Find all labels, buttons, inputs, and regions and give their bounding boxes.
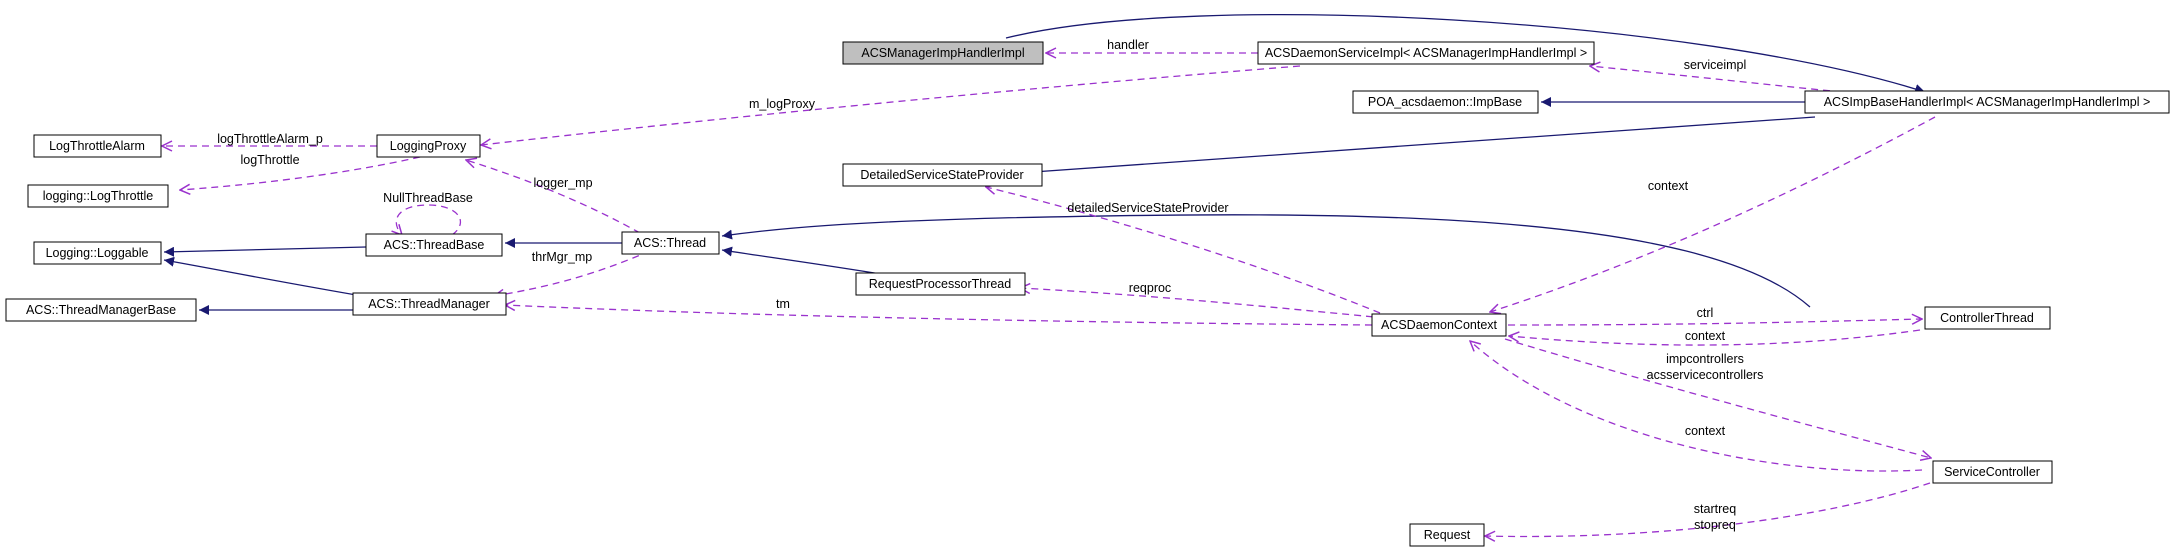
label-reqproc: reqproc: [1129, 281, 1171, 295]
edge-detailed-service-state-provider: [986, 187, 1381, 314]
edge-null-thread-base: [396, 204, 462, 235]
node-acs-thread-manager-base[interactable]: ACS::ThreadManagerBase: [5, 298, 197, 322]
node-acs-daemon-context[interactable]: ACSDaemonContext: [1371, 313, 1507, 337]
node-label: ACSManagerImpHandlerImpl: [861, 46, 1024, 60]
node-acs-thread-manager[interactable]: ACS::ThreadManager: [352, 292, 507, 316]
node-label: ACS::ThreadBase: [384, 238, 485, 252]
node-logging-proxy[interactable]: LoggingProxy: [376, 134, 481, 158]
label-impcontrollers: impcontrollers: [1666, 352, 1744, 366]
edge-service-controllers: [1504, 338, 1931, 458]
node-label: logging::LogThrottle: [43, 189, 154, 203]
edge-log-throttle: [180, 156, 421, 190]
label-acsservicecontrollers: acsservicecontrollers: [1647, 368, 1764, 382]
edge-context-upper: [1490, 116, 1936, 312]
node-poa-acsdaemon-imp-base[interactable]: POA_acsdaemon::ImpBase: [1352, 90, 1539, 114]
label-log-throttle-alarm-p: logThrottleAlarm_p: [217, 132, 323, 146]
edge-start-stop-req: [1485, 482, 1931, 537]
label-null-thread-base: NullThreadBase: [383, 191, 473, 205]
node-label: LoggingProxy: [390, 139, 467, 153]
label-tm: tm: [776, 297, 790, 311]
edge-m-log-proxy: [481, 65, 1301, 145]
edge-thr-mgr-mp: [494, 250, 651, 296]
edge-context-service: [1470, 341, 1923, 472]
node-logging-log-throttle[interactable]: logging::LogThrottle: [27, 184, 169, 208]
node-detailed-service-state-provider[interactable]: DetailedServiceStateProvider: [842, 163, 1043, 187]
edge-labels: handler serviceimpl m_logProxy logThrott…: [217, 38, 1763, 532]
node-label: POA_acsdaemon::ImpBase: [1368, 95, 1522, 109]
label-context-service: context: [1685, 424, 1726, 438]
node-acs-daemon-service-impl[interactable]: ACSDaemonServiceImpl< ACSManagerImpHandl…: [1257, 41, 1595, 65]
label-m-log-proxy: m_logProxy: [749, 97, 816, 111]
inheritance-edges: [163, 14, 1926, 315]
node-service-controller[interactable]: ServiceController: [1932, 460, 2053, 484]
label-stopreq: stopreq: [1694, 518, 1736, 532]
node-request-processor-thread[interactable]: RequestProcessorThread: [855, 272, 1026, 296]
edge-requestprocessor-to-thread: [721, 246, 894, 277]
node-label: ACS::Thread: [634, 236, 706, 250]
label-ctrl: ctrl: [1697, 306, 1714, 320]
edge-impbasehandler-to-detailed: [1018, 116, 1816, 178]
edge-tm: [505, 305, 1373, 326]
edge-threadbase-to-loggable: [163, 246, 367, 257]
usage-edges: [162, 53, 1936, 537]
edge-controllerthread-to-thread: [721, 214, 1811, 308]
label-detailed-service-state-provider: detailedServiceStateProvider: [1067, 201, 1228, 215]
node-label: ServiceController: [1944, 465, 2040, 479]
label-startreq: startreq: [1694, 502, 1736, 516]
node-acs-thread-base[interactable]: ACS::ThreadBase: [365, 233, 503, 257]
label-handler: handler: [1107, 38, 1149, 52]
label-log-throttle: logThrottle: [240, 153, 299, 167]
edge-threadmanager-to-loggable: [163, 256, 369, 298]
node-label: RequestProcessorThread: [869, 277, 1011, 291]
label-serviceimpl: serviceimpl: [1684, 58, 1747, 72]
node-controller-thread[interactable]: ControllerThread: [1924, 306, 2051, 330]
label-context-upper: context: [1648, 179, 1689, 193]
node-label: ACSImpBaseHandlerImpl< ACSManagerImpHand…: [1824, 95, 2151, 109]
node-label: ACS::ThreadManagerBase: [26, 303, 176, 317]
node-label: ACSDaemonServiceImpl< ACSManagerImpHandl…: [1265, 46, 1587, 60]
node-label: ACSDaemonContext: [1381, 318, 1498, 332]
node-label: Logging::Loggable: [46, 246, 149, 260]
node-label: LogThrottleAlarm: [49, 139, 145, 153]
node-logging-loggable[interactable]: Logging::Loggable: [33, 241, 162, 265]
node-log-throttle-alarm[interactable]: LogThrottleAlarm: [33, 134, 162, 158]
edge-reqproc: [1020, 288, 1386, 319]
node-acs-imp-base-handler-impl[interactable]: ACSImpBaseHandlerImpl< ACSManagerImpHand…: [1804, 90, 2170, 114]
node-request[interactable]: Request: [1409, 523, 1485, 547]
label-logger-mp: logger_mp: [533, 176, 592, 190]
edge-logger-mp: [466, 160, 641, 234]
label-thr-mgr-mp: thrMgr_mp: [532, 250, 592, 264]
node-label: DetailedServiceStateProvider: [860, 168, 1023, 182]
label-context-ctrl: context: [1685, 329, 1726, 343]
node-acs-thread[interactable]: ACS::Thread: [621, 231, 720, 255]
edge-ctrl: [1507, 319, 1922, 326]
edge-handlerimpl-to-impbasehandler: [1005, 14, 1926, 94]
node-acs-manager-imp-handler-impl[interactable]: ACSManagerImpHandlerImpl: [842, 41, 1044, 65]
node-label: Request: [1424, 528, 1471, 542]
edge-serviceimpl: [1590, 66, 1843, 93]
node-label: ControllerThread: [1940, 311, 2034, 325]
edge-context-ctrl: [1509, 329, 1921, 346]
node-label: ACS::ThreadManager: [368, 297, 490, 311]
